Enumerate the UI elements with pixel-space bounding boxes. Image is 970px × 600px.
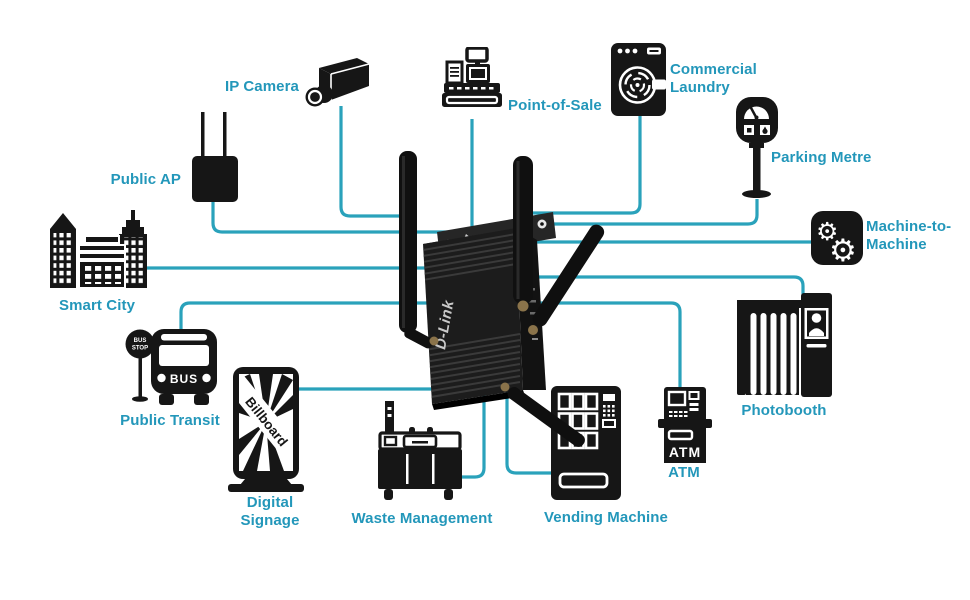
- commercial-laundry-icon: [611, 43, 666, 116]
- gear-icon: ⚙: [829, 233, 857, 265]
- label-public-ap: Public AP: [110, 171, 181, 188]
- parking-metre-icon: [736, 97, 778, 198]
- gear-icon: ⚙: [816, 217, 838, 246]
- public-ap-icon: [192, 112, 238, 202]
- label-point-of-sale: Point-of-Sale: [508, 97, 602, 114]
- antenna-right: [513, 156, 533, 312]
- link-atm: [533, 301, 682, 391]
- label-photobooth: Photobooth: [741, 402, 827, 419]
- router-device: D-Link: [399, 151, 605, 447]
- label-machine-to-machine: Machine-to- Machine: [866, 218, 952, 254]
- label-atm: ATM: [668, 464, 700, 481]
- label-smart-city: Smart City: [58, 297, 136, 314]
- link-parking-metre: [522, 199, 759, 226]
- label-commercial-laundry: Commercial Laundry: [670, 61, 757, 97]
- router-body: [423, 228, 523, 404]
- label-parking-metre: Parking Metre: [771, 149, 872, 166]
- antenna-left: [399, 151, 439, 349]
- label-vending-machine: Vending Machine: [543, 509, 669, 526]
- bus-stop-sign-text: BUS: [134, 338, 147, 344]
- antenna-diagonal-lower: [500, 382, 585, 447]
- public-transit-icon: BUS STOP BUS: [125, 329, 217, 405]
- bus-stop-sign-text: STOP: [132, 346, 148, 352]
- smart-city-icon: [50, 210, 147, 289]
- waste-management-icon: [378, 401, 462, 500]
- ip-camera-icon: [305, 58, 370, 107]
- point-of-sale-icon: [442, 47, 502, 107]
- machine-to-machine-icon: ⚙ ⚙: [811, 211, 863, 265]
- atm-icon: ATM: [658, 387, 712, 463]
- link-ip-camera: [339, 106, 412, 218]
- label-digital-signage: Digital Signage: [240, 494, 300, 530]
- atm-machine-text: ATM: [669, 444, 701, 460]
- antenna-diagonal-upper: [528, 224, 605, 335]
- bus-front-text: BUS: [170, 372, 198, 386]
- digital-signage-icon: Billboard: [228, 367, 304, 492]
- link-commercial-laundry: [522, 114, 642, 215]
- link-public-ap: [211, 201, 455, 234]
- link-vending-machine: [505, 392, 554, 475]
- link-photobooth: [530, 275, 805, 298]
- link-public-transit: [179, 301, 440, 331]
- link-waste-management: [462, 394, 486, 479]
- label-ip-camera: IP Camera: [224, 78, 299, 95]
- label-waste-management: Waste Management: [351, 510, 493, 527]
- vending-machine-icon: [551, 386, 621, 500]
- photobooth-icon: [737, 293, 832, 397]
- label-public-transit: Public Transit: [120, 412, 220, 429]
